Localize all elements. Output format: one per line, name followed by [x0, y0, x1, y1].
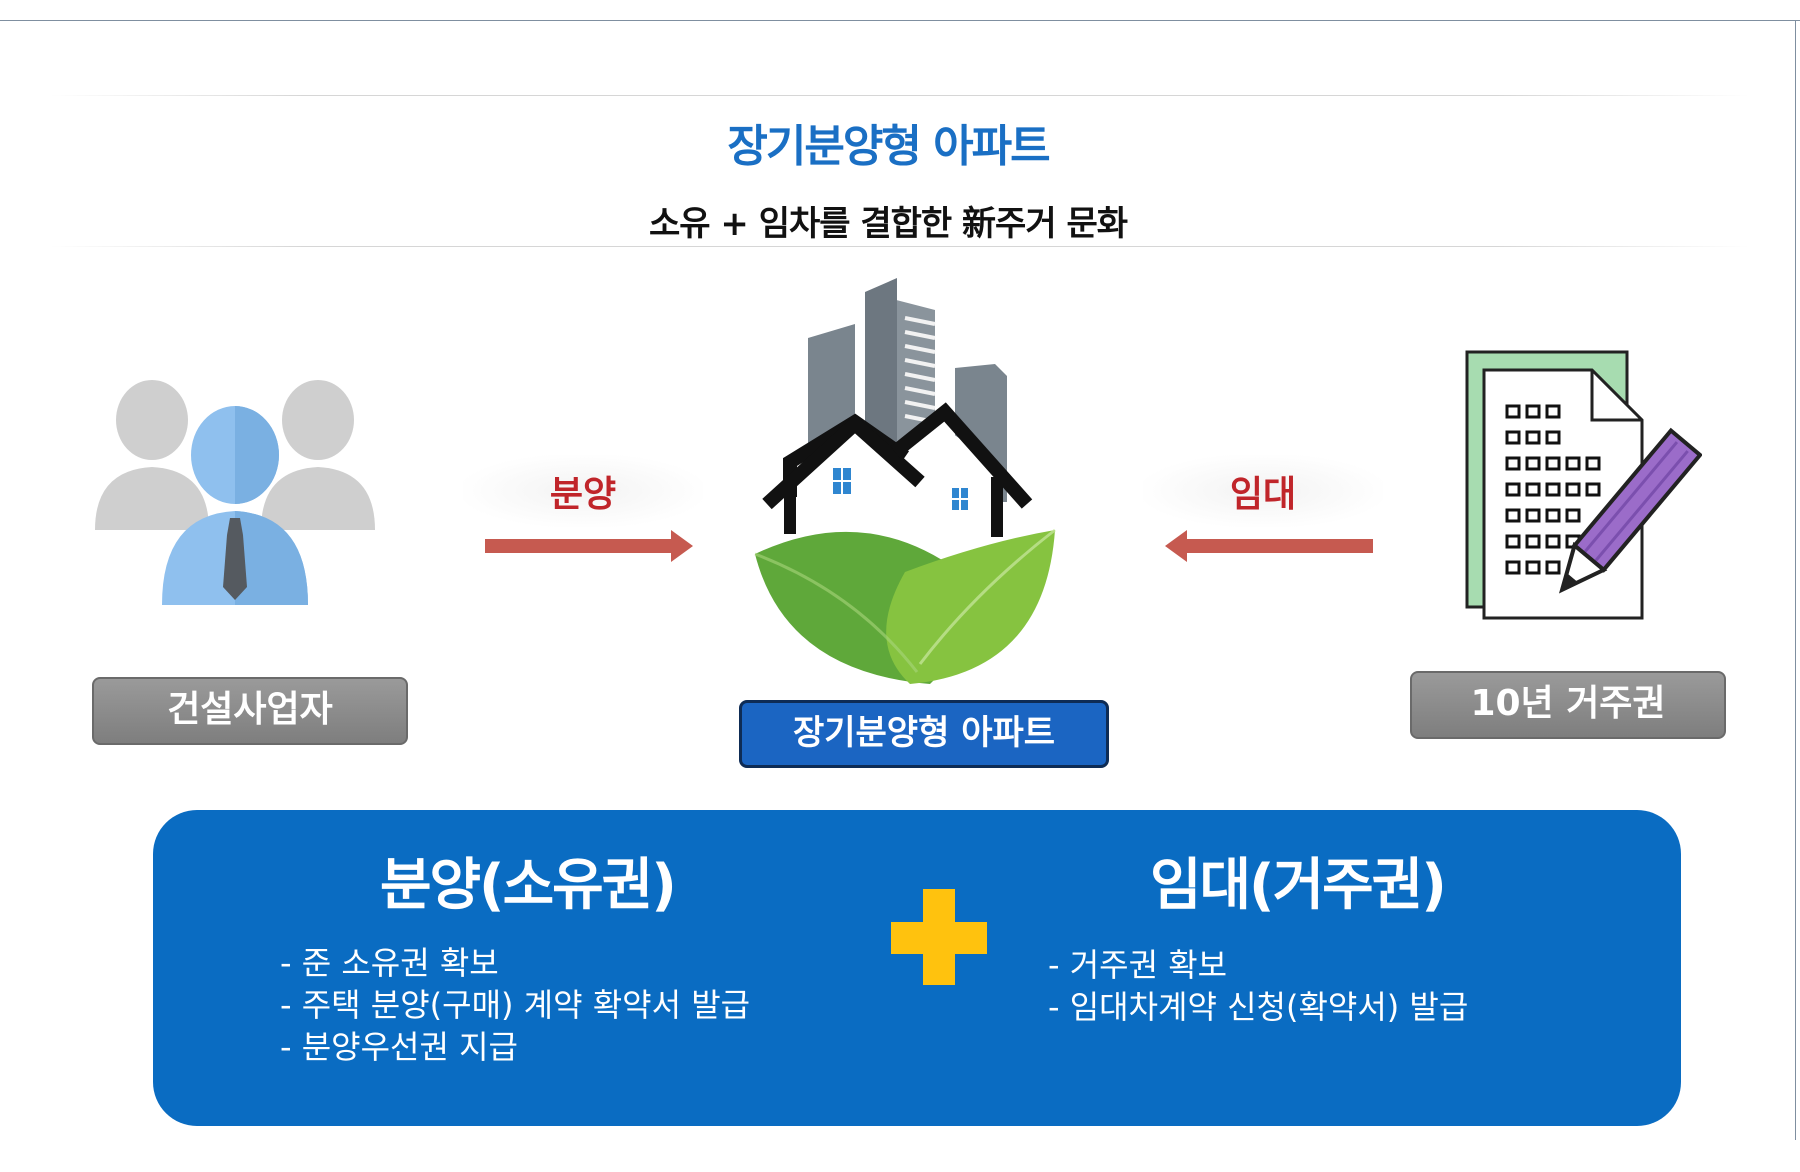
lease-residence-heading: 임대(거주권) — [1150, 853, 1447, 918]
list-item: 임대차계약 신청(확약서) 발급 — [1048, 986, 1469, 1028]
residence-right-label: 10년 거주권 — [1410, 671, 1726, 739]
sale-benefit-list: 준 소유권 확보 주택 분양(구매) 계약 확약서 발급 분양우선권 지급 — [280, 942, 750, 1068]
lease-benefit-list: 거주권 확보 임대차계약 신청(확약서) 발급 — [1048, 944, 1469, 1028]
page-title: 장기분양형 아파트 — [727, 121, 1050, 172]
document-pencil-icon — [1465, 350, 1702, 620]
people-icon — [95, 380, 375, 605]
title-divider-top — [50, 95, 1750, 96]
page-subtitle: 소유 + 임차를 결합한 新주거 문화 — [648, 204, 1128, 244]
left-arrow-icon — [1165, 530, 1373, 562]
right-arrow-icon — [485, 530, 693, 562]
house-buildings-icon — [754, 278, 1056, 684]
list-item: 거주권 확보 — [1048, 944, 1468, 986]
list-item: 분양우선권 지급 — [280, 1026, 750, 1068]
apartment-label: 장기분양형 아파트 — [739, 700, 1109, 768]
right-border — [1795, 20, 1796, 1140]
list-item: 주택 분양(구매) 계약 확약서 발급 — [280, 984, 750, 1026]
builder-label: 건설사업자 — [92, 677, 408, 745]
sale-arrow-label: 분양 — [463, 455, 703, 527]
plus-icon-bar — [891, 922, 987, 954]
lease-arrow-label: 임대 — [1143, 455, 1383, 527]
top-border — [0, 0, 1800, 21]
list-item: 준 소유권 확보 — [280, 942, 750, 984]
title-divider-bottom — [50, 246, 1750, 247]
sale-ownership-heading: 분양(소유권) — [380, 853, 677, 918]
